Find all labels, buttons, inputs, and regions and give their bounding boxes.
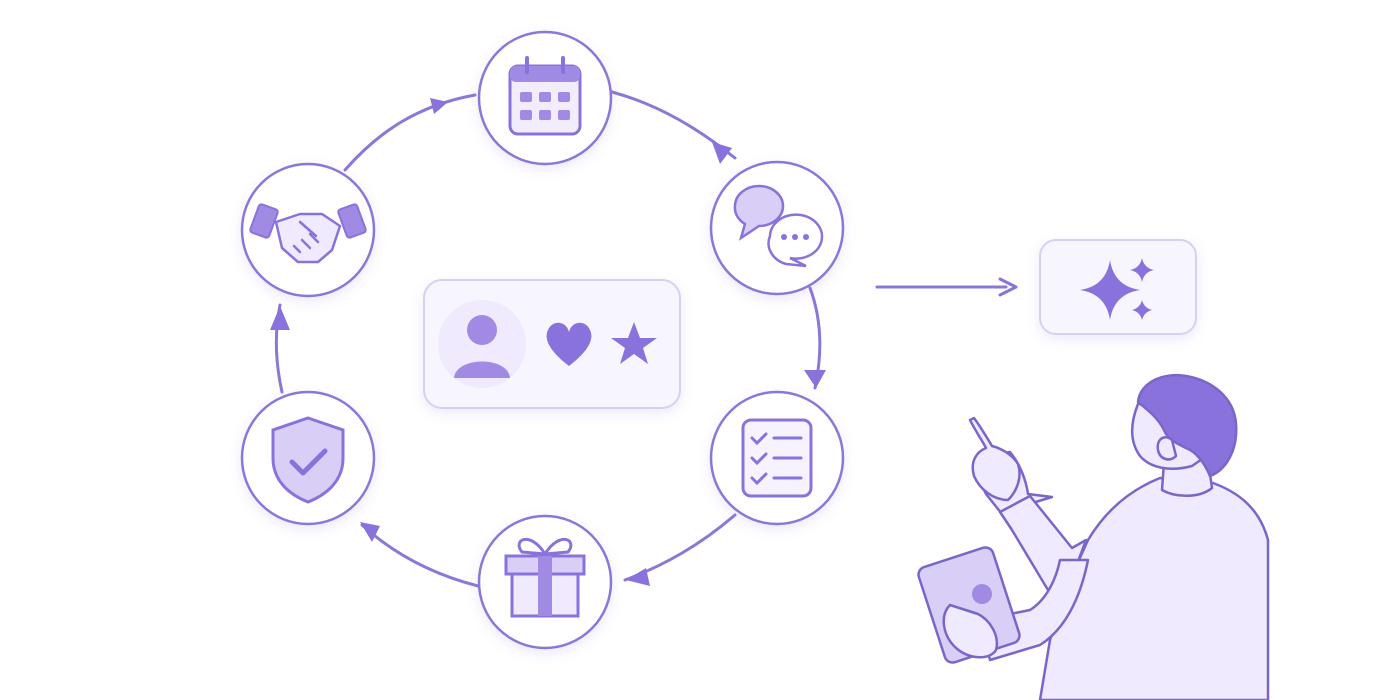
stage-chat [709, 160, 845, 296]
arrow-handshake-to-calendar [343, 93, 477, 172]
torso [1038, 476, 1270, 700]
handshake-icon [249, 203, 367, 264]
arrowhead-2 [712, 142, 732, 164]
user-avatar-icon [438, 300, 526, 388]
result-card [1039, 239, 1197, 335]
calendar-icon [508, 56, 582, 136]
stage-handshake [240, 162, 376, 298]
hair [1136, 373, 1238, 478]
arrowhead-6 [270, 306, 290, 330]
stage-gift [477, 514, 613, 650]
checklist-icon [741, 418, 813, 498]
arrow-checklist-to-gift [623, 513, 737, 582]
stage-shield [240, 390, 376, 526]
arrowhead-4 [626, 568, 650, 586]
holding-hand [942, 603, 999, 659]
ear [1156, 436, 1178, 461]
star-icon [611, 322, 657, 364]
pointing-hand [968, 416, 1021, 502]
gift-icon [504, 537, 586, 618]
result-arrow [875, 277, 1018, 297]
person-illustration [917, 373, 1270, 700]
cycle-arrows [270, 90, 826, 588]
heart-icon [546, 322, 592, 366]
center-card [423, 279, 681, 409]
sparkles-icon [1080, 258, 1154, 320]
arrowhead-1 [430, 98, 448, 114]
arrowhead-3 [804, 370, 826, 388]
chat-bubbles-icon [733, 184, 824, 268]
stage-calendar [477, 30, 613, 166]
stage-checklist [709, 390, 845, 526]
arrowhead-5 [360, 522, 380, 542]
shield-check-icon [271, 416, 345, 504]
arrow-gift-to-shield [360, 523, 480, 588]
